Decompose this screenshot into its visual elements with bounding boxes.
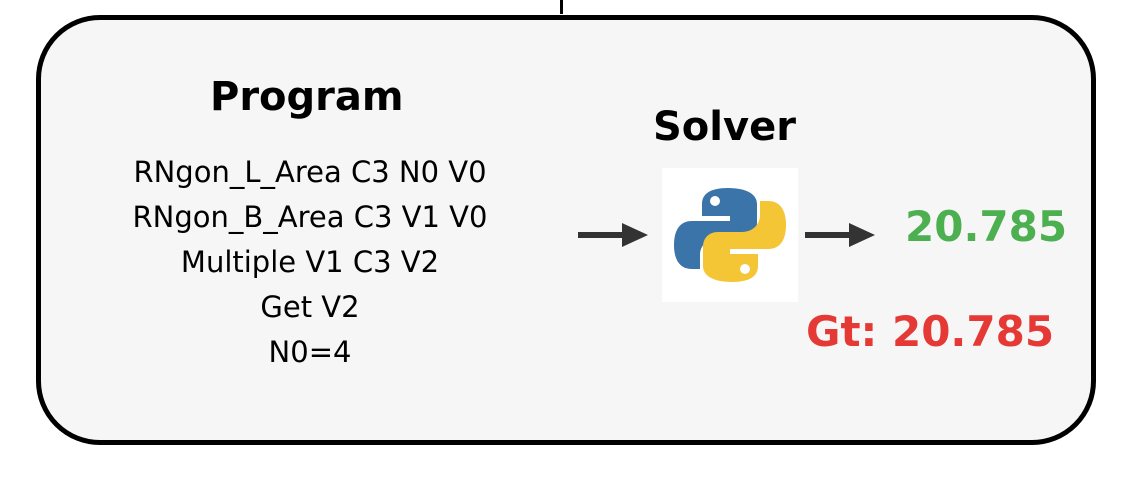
- solver-to-result-arrow-icon: [805, 223, 875, 247]
- program-to-solver-arrow-icon: [578, 223, 648, 247]
- program-line: N0=4: [268, 335, 352, 369]
- program-line: RNgon_L_Area C3 N0 V0: [133, 155, 487, 189]
- diagram-panel: [36, 15, 1096, 445]
- top-tick-mark: [560, 0, 563, 14]
- ground-truth-value: Gt: 20.785: [806, 307, 1055, 356]
- program-line: Multiple V1 C3 V2: [180, 245, 440, 279]
- predicted-value: 20.785: [905, 202, 1068, 251]
- program-line: Get V2: [260, 290, 360, 324]
- program-listing: RNgon_L_Area C3 N0 V0 RNgon_B_Area C3 V1…: [60, 150, 560, 375]
- program-line: RNgon_B_Area C3 V1 V0: [132, 200, 488, 234]
- solver-title: Solver: [653, 104, 796, 150]
- program-title: Program: [210, 74, 404, 120]
- python-logo-icon: [662, 168, 798, 302]
